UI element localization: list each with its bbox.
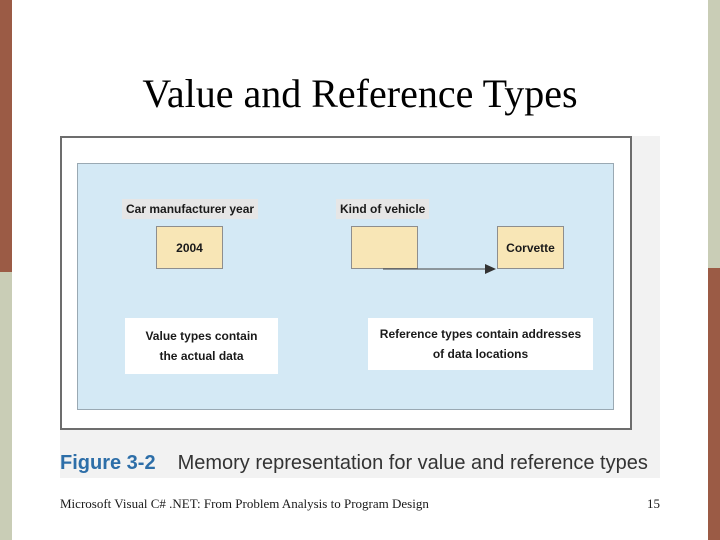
figure-caption-text: Memory representation for value and refe…	[177, 452, 648, 474]
figure-caption-label: Figure 3-2	[60, 452, 156, 474]
reference-note-line-1: Reference types contain addresses	[379, 327, 582, 341]
slide-footer: Microsoft Visual C# .NET: From Problem A…	[60, 496, 429, 511]
value-note-line-2: the actual data	[159, 349, 244, 363]
memory-panel: Car manufacturer year 2004 Kind of vehic…	[77, 163, 614, 410]
reference-type-label: Kind of vehicle	[336, 199, 430, 219]
reference-types-note: Reference types contain addresses of dat…	[368, 318, 593, 370]
left-side-bar	[0, 272, 12, 540]
reference-cell	[351, 226, 418, 269]
arrow-head	[485, 264, 496, 274]
left-accent-bar	[0, 0, 12, 272]
right-side-bar	[708, 0, 720, 268]
referenced-value-cell: Corvette	[497, 226, 564, 269]
reference-note-line-2: of data locations	[432, 347, 529, 361]
figure: Car manufacturer year 2004 Kind of vehic…	[60, 136, 660, 478]
figure-frame: Car manufacturer year 2004 Kind of vehic…	[60, 136, 632, 430]
value-type-label: Car manufacturer year	[122, 199, 259, 219]
value-note-line-1: Value types contain	[145, 329, 258, 343]
page-number: 15	[647, 496, 660, 511]
reference-arrow	[383, 264, 496, 274]
value-types-note: Value types contain the actual data	[125, 318, 278, 374]
figure-caption: Figure 3-2 Memory representation for valu…	[60, 452, 648, 475]
slide-title: Value and Reference Types	[142, 71, 578, 116]
value-cell: 2004	[156, 226, 223, 269]
right-accent-bar	[708, 268, 720, 540]
